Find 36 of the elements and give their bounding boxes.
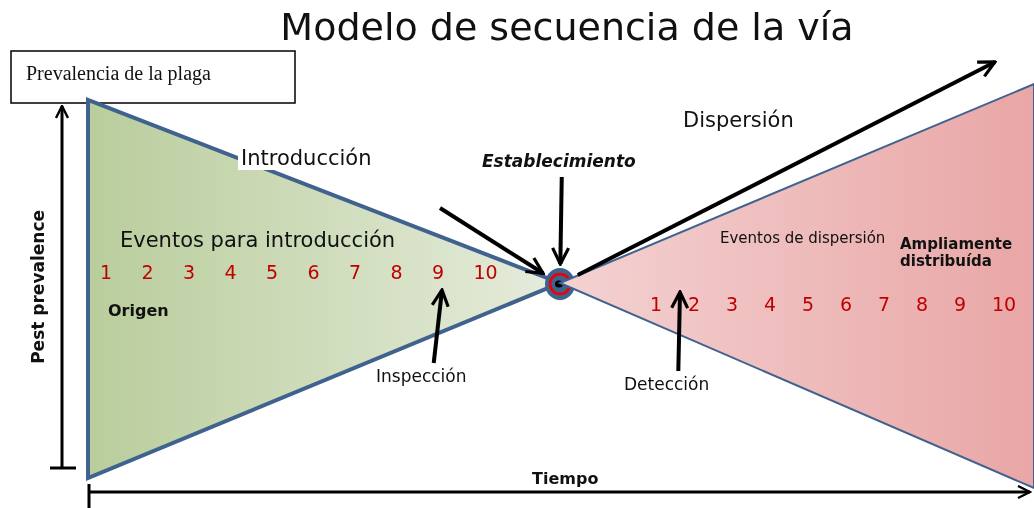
region-label: Ampliamente distribuída (900, 236, 1014, 271)
axis-label: Pest prevalence (29, 210, 49, 364)
event-number: 10 (992, 294, 1017, 316)
arrow (576, 60, 997, 277)
region-label: Origen (108, 302, 169, 321)
event-number: 9 (954, 294, 967, 316)
title: Modelo de secuencia de la vía (279, 6, 855, 50)
axis-label: Tiempo (532, 470, 599, 489)
stage-label: Detección (624, 375, 710, 395)
event-number: 8 (916, 294, 929, 316)
event-number: 4 (764, 294, 777, 316)
stage-label: Establecimiento (482, 152, 636, 172)
event-number: 3 (726, 294, 739, 316)
event-number: 8 (390, 262, 403, 284)
event-number: 6 (840, 294, 853, 316)
event-number: 1 (650, 294, 663, 316)
event-number: 3 (183, 262, 196, 284)
event-number: 2 (141, 262, 154, 284)
region-label: Eventos para introducción (120, 228, 396, 253)
box-label: Prevalencia de la plaga (26, 62, 211, 85)
event-number: 6 (307, 262, 320, 284)
event-number: 2 (688, 294, 701, 316)
event-number: 1 (100, 262, 113, 284)
arrow (551, 176, 571, 266)
arrow (430, 288, 450, 364)
event-number: 9 (432, 262, 445, 284)
event-number: 4 (224, 262, 237, 284)
event-number: 7 (349, 262, 362, 284)
region-label: Eventos de dispersión (720, 230, 886, 248)
arrow (438, 206, 545, 275)
event-number: 7 (878, 294, 891, 316)
event-number: 5 (266, 262, 279, 284)
arrow (670, 290, 690, 372)
event-number: 5 (802, 294, 815, 316)
event-number: 10 (473, 262, 498, 284)
stage-label: Inspección (376, 367, 467, 387)
